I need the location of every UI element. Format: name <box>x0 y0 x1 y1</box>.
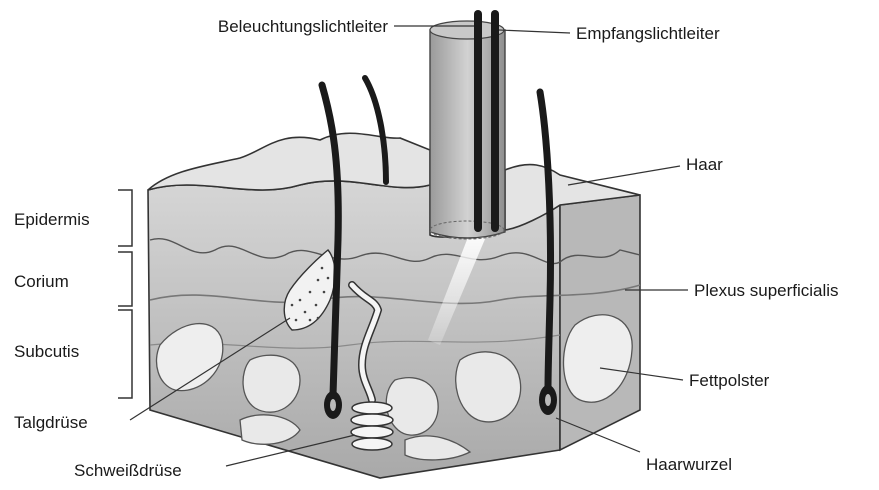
bracket-epidermis <box>118 190 132 246</box>
label-corium: Corium <box>14 272 69 291</box>
fat-lobule <box>456 352 521 422</box>
label-sweat-gland: Schweißdrüse <box>74 461 182 480</box>
fat-lobule <box>386 378 438 435</box>
label-hair: Haar <box>686 155 723 174</box>
leader-hair <box>568 166 680 185</box>
label-epidermis: Epidermis <box>14 210 90 229</box>
bracket-corium <box>118 252 132 306</box>
label-hair-root: Haarwurzel <box>646 455 732 474</box>
label-subcutis: Subcutis <box>14 342 79 361</box>
leader-receiving <box>499 30 570 33</box>
label-receiving-fiber: Empfangslichtleiter <box>576 24 720 43</box>
label-plexus: Plexus superficialis <box>694 281 839 300</box>
label-illumination-fiber: Beleuchtungslichtleiter <box>218 17 388 36</box>
label-fat-pad: Fettpolster <box>689 371 770 390</box>
bracket-subcutis <box>118 310 132 398</box>
label-sebaceous-gland: Talgdrüse <box>14 413 88 432</box>
